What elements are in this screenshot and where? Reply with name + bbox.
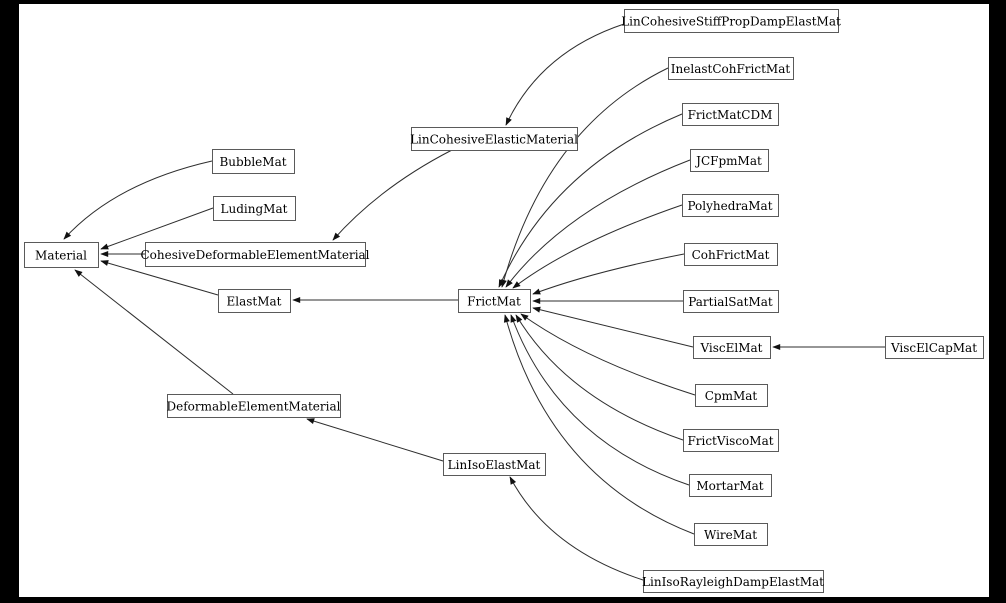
inheritance-edge-polyhedra-mat-to-frict-mat <box>512 204 683 289</box>
class-node-label: CpmMat <box>705 389 758 403</box>
inheritance-edge-bubble-mat-to-material <box>63 160 213 240</box>
class-node-luding-mat[interactable]: LudingMat <box>213 196 296 221</box>
class-node-label: FrictMat <box>467 295 521 309</box>
class-node-lin-cohesive-stiff-prop-damp-elast-mat[interactable]: LinCohesiveStiffPropDampElastMat <box>621 9 841 33</box>
class-node-label: PolyhedraMat <box>687 199 772 213</box>
class-node-box <box>213 196 296 221</box>
class-node-label: JCFpmMat <box>694 154 762 168</box>
class-node-visc-el-mat[interactable]: ViscElMat <box>693 336 771 359</box>
inheritance-edge-frict-mat-cdm-to-frict-mat <box>498 113 683 288</box>
class-node-deformable-element-material[interactable]: DeformableElementMaterial <box>167 394 341 418</box>
class-node-label: LinIsoElastMat <box>448 458 541 472</box>
inheritance-edge-wire-mat-to-frict-mat <box>503 314 695 535</box>
inheritance-edge-lin-cohesive-stiff-prop-damp-elast-mat-to-lin-cohesive-elastic-material <box>505 23 625 126</box>
class-node-wire-mat[interactable]: WireMat <box>694 523 768 546</box>
inheritance-edge-lin-cohesive-elastic-material-to-cohesive-deformable-element-material <box>332 149 453 241</box>
class-node-bubble-mat[interactable]: BubbleMat <box>212 149 295 174</box>
class-node-box <box>684 243 778 266</box>
inheritance-edge-deformable-element-material-to-material <box>74 269 234 395</box>
class-node-box <box>643 570 824 593</box>
class-node-box <box>682 103 779 126</box>
class-node-label: LinCohesiveElasticMaterial <box>410 133 578 147</box>
class-node-label: BubbleMat <box>219 155 286 169</box>
class-node-box <box>668 57 794 80</box>
class-node-label: DeformableElementMaterial <box>167 400 341 414</box>
class-node-label: CohFrictMat <box>692 248 770 262</box>
class-node-jcfpm-mat[interactable]: JCFpmMat <box>690 149 769 172</box>
class-node-inelast-coh-frict-mat[interactable]: InelastCohFrictMat <box>668 57 794 80</box>
inheritance-edge-jcfpm-mat-to-frict-mat <box>505 159 691 288</box>
class-node-label: ViscElCapMat <box>890 341 977 355</box>
class-node-box <box>624 9 839 33</box>
class-node-label: LinIsoRayleighDampElastMat <box>642 575 824 589</box>
class-node-box <box>212 149 295 174</box>
inheritance-edge-inelast-coh-frict-mat-to-frict-mat <box>500 67 669 288</box>
class-node-box <box>145 242 366 267</box>
class-node-box <box>24 242 99 268</box>
class-node-mortar-mat[interactable]: MortarMat <box>689 474 772 497</box>
inheritance-edge-lin-iso-rayleigh-damp-elast-mat-to-lin-iso-elast-mat <box>509 476 644 581</box>
class-node-lin-iso-rayleigh-damp-elast-mat[interactable]: LinIsoRayleighDampElastMat <box>642 570 824 593</box>
class-node-label: ElastMat <box>227 295 282 309</box>
class-node-frict-mat-cdm[interactable]: FrictMatCDM <box>682 103 779 126</box>
class-node-cohesive-deformable-element-material[interactable]: CohesiveDeformableElementMaterial <box>140 242 370 267</box>
class-node-box <box>443 453 546 476</box>
inheritance-edge-frict-visco-mat-to-frict-mat <box>515 314 684 441</box>
class-node-label: Material <box>35 249 87 263</box>
class-node-box <box>695 384 768 407</box>
class-node-box <box>885 336 984 359</box>
class-node-label: PartialSatMat <box>688 295 773 309</box>
class-node-polyhedra-mat[interactable]: PolyhedraMat <box>682 194 779 217</box>
class-node-box <box>690 149 769 172</box>
class-node-visc-el-cap-mat[interactable]: ViscElCapMat <box>885 336 984 359</box>
class-node-box <box>694 523 768 546</box>
class-node-label: ViscElMat <box>699 341 762 355</box>
class-node-lin-iso-elast-mat[interactable]: LinIsoElastMat <box>443 453 546 476</box>
class-node-frict-mat[interactable]: FrictMat <box>458 289 531 313</box>
class-node-label: LinCohesiveStiffPropDampElastMat <box>621 15 841 29</box>
class-node-cpm-mat[interactable]: CpmMat <box>695 384 768 407</box>
inheritance-edge-coh-frict-mat-to-frict-mat <box>532 253 685 295</box>
class-node-box <box>218 289 291 313</box>
class-node-material[interactable]: Material <box>24 242 99 268</box>
class-node-coh-frict-mat[interactable]: CohFrictMat <box>684 243 778 266</box>
class-node-label: WireMat <box>704 528 757 542</box>
class-node-box <box>458 289 531 313</box>
class-node-label: MortarMat <box>696 479 763 493</box>
inheritance-edge-cpm-mat-to-frict-mat <box>520 313 696 396</box>
class-node-box <box>689 474 772 497</box>
inheritance-edge-mortar-mat-to-frict-mat <box>510 314 690 486</box>
class-node-label: CohesiveDeformableElementMaterial <box>140 248 369 262</box>
class-node-box <box>683 429 779 452</box>
inheritance-edge-visc-el-mat-to-frict-mat <box>532 306 694 348</box>
class-node-box <box>683 290 779 313</box>
class-node-label: InelastCohFrictMat <box>671 62 791 76</box>
class-node-label: FrictViscoMat <box>687 434 773 448</box>
class-node-lin-cohesive-elastic-material[interactable]: LinCohesiveElasticMaterial <box>410 127 578 151</box>
inheritance-edge-elast-mat-to-material <box>100 260 219 296</box>
class-node-box <box>693 336 771 359</box>
class-node-box <box>411 127 578 151</box>
inheritance-edge-luding-mat-to-material <box>100 207 214 250</box>
class-node-partial-sat-mat[interactable]: PartialSatMat <box>683 290 779 313</box>
class-node-box <box>682 194 779 217</box>
class-node-label: LudingMat <box>221 202 288 216</box>
class-node-box <box>167 394 341 418</box>
class-node-frict-visco-mat[interactable]: FrictViscoMat <box>683 429 779 452</box>
inheritance-edge-lin-iso-elast-mat-to-deformable-element-material <box>306 418 444 462</box>
class-node-elast-mat[interactable]: ElastMat <box>218 289 291 313</box>
class-node-label: FrictMatCDM <box>688 108 773 122</box>
